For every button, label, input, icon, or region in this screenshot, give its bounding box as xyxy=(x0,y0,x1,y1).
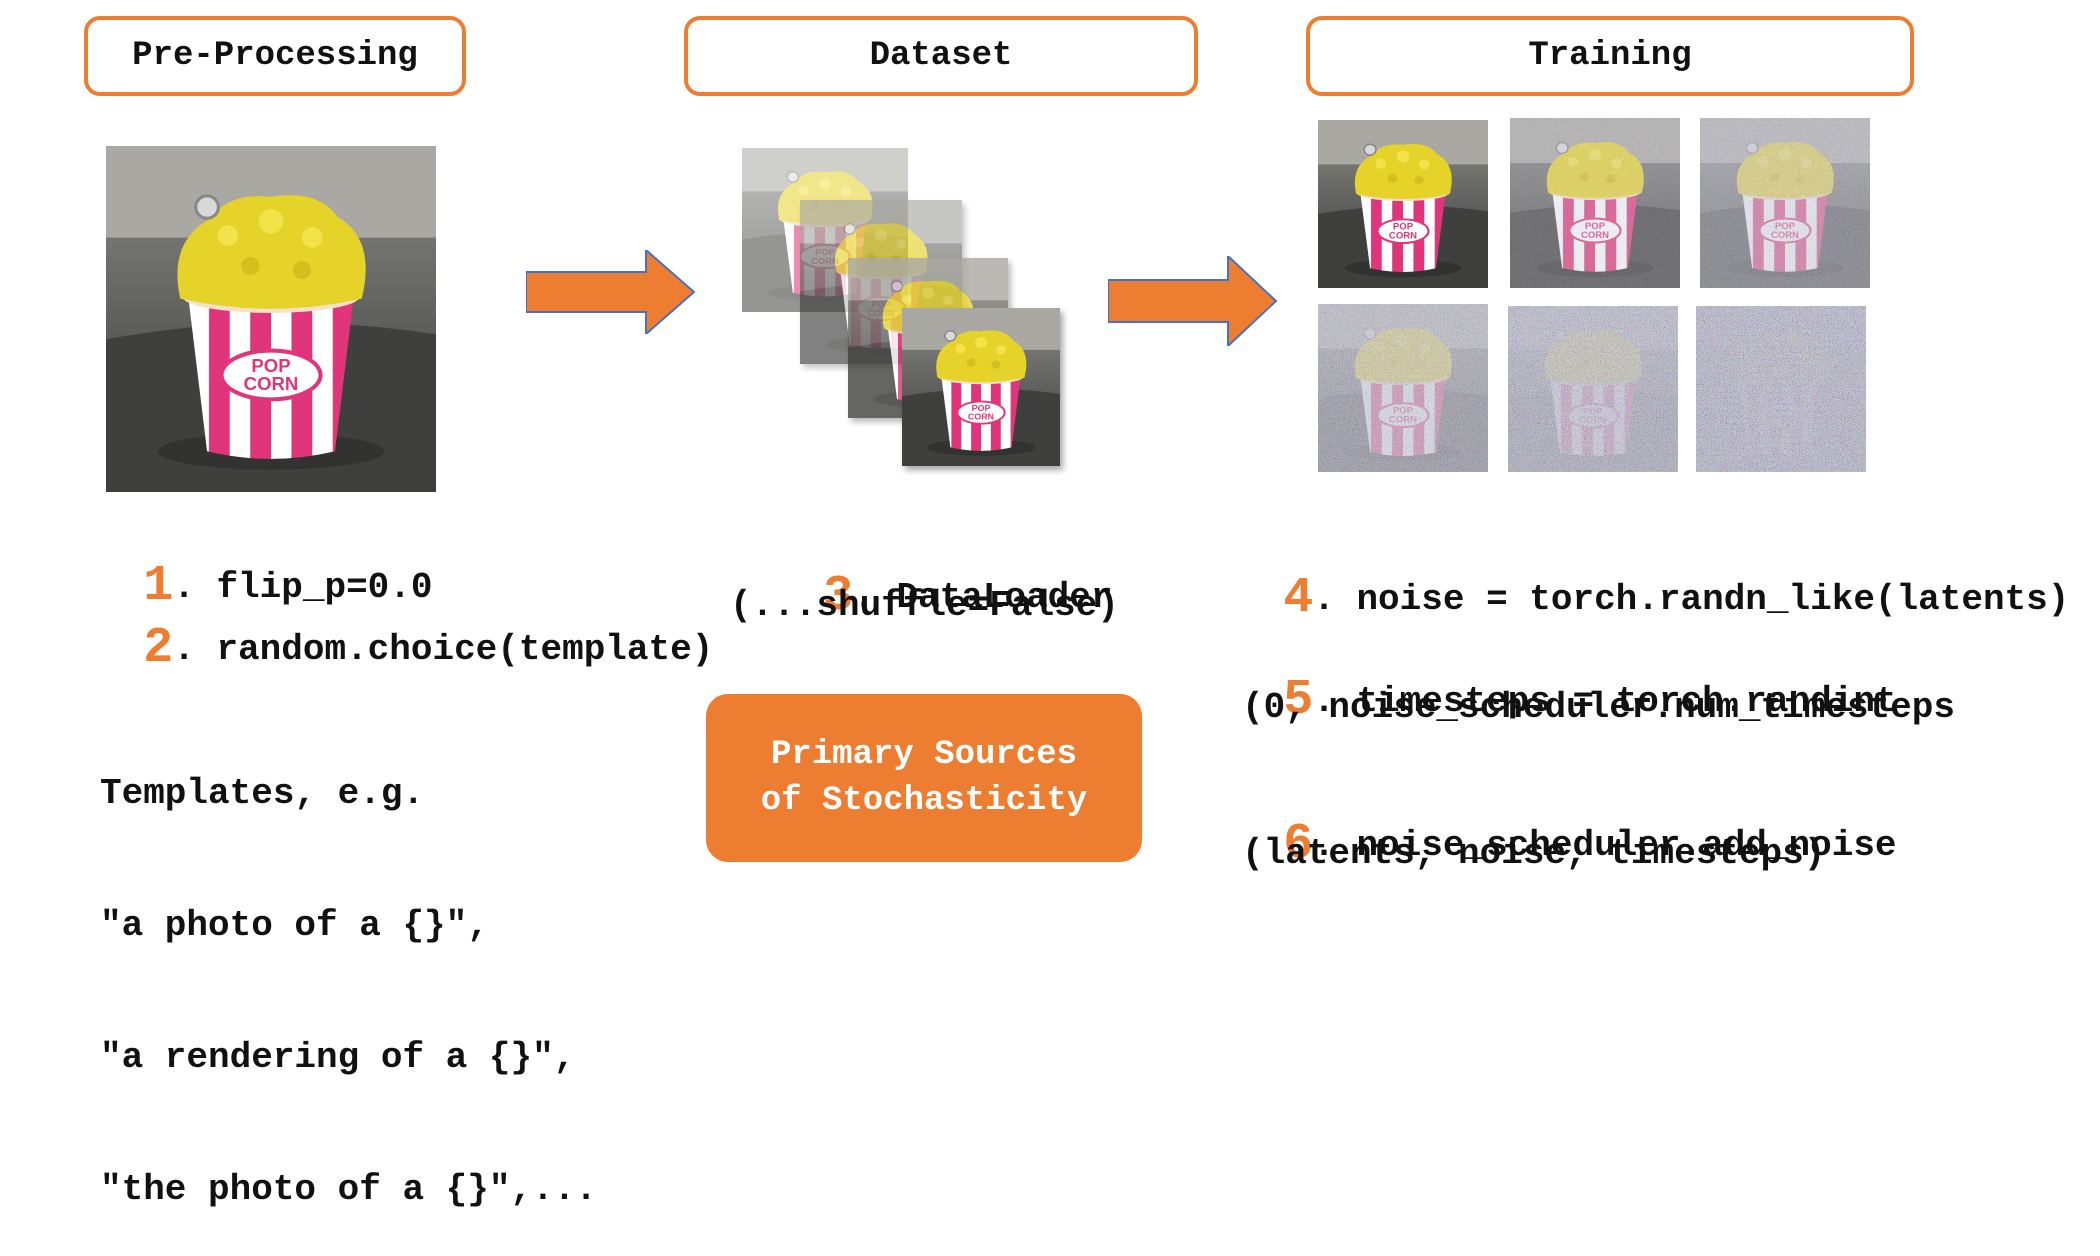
step-1: 1. flip_p=0.0 xyxy=(100,526,432,612)
step-number: 2 xyxy=(143,620,174,677)
step-6: 6. noise_scheduler.add_noise xyxy=(1240,784,1897,873)
step-number: 5 xyxy=(1283,672,1314,729)
popcorn-photo xyxy=(106,146,436,492)
step-2: 2. random.choice(template) xyxy=(100,588,713,674)
stage-preprocessing: Pre-Processing xyxy=(84,16,466,96)
step-6-args: (latents, noise, timesteps) xyxy=(1242,833,1826,874)
template-line: "the photo of a {}",... xyxy=(100,1169,597,1210)
noisy-image-4 xyxy=(1318,304,1488,472)
callout-line: Primary Sources xyxy=(770,736,1078,774)
noisy-image-3 xyxy=(1700,118,1870,288)
step-5: 5. timesteps = torch.randint xyxy=(1240,640,1897,729)
stage-dataset: Dataset xyxy=(684,16,1198,96)
step-text: . timesteps = torch.randint xyxy=(1313,681,1897,722)
noisy-image-2 xyxy=(1510,118,1680,288)
stage-label: Training xyxy=(1528,37,1692,75)
step-4: 4. noise = torch.randn_like(latents) xyxy=(1240,538,2069,624)
step-number: 1 xyxy=(143,558,174,615)
step-number: 6 xyxy=(1283,816,1314,873)
step-text: . DataLoader xyxy=(853,577,1113,618)
arrow-preprocess-to-dataset xyxy=(526,250,696,334)
noisy-image-6 xyxy=(1696,306,1866,472)
step-3-args: (...shuffle=False) xyxy=(730,585,1119,626)
primary-sources-callout: Primary Sources of Stochasticity xyxy=(706,694,1142,862)
step-text: . random.choice(template) xyxy=(173,629,714,670)
noisy-image-5 xyxy=(1508,306,1678,472)
template-line: "a photo of a {}", xyxy=(100,905,489,946)
templates-block: Templates, e.g. "a photo of a {}", "a re… xyxy=(100,684,597,1256)
step-number: 3 xyxy=(823,568,854,625)
step-text: . noise_scheduler.add_noise xyxy=(1313,825,1897,866)
arrow-dataset-to-training xyxy=(1108,256,1278,346)
templates-heading: Templates, e.g. xyxy=(100,773,425,814)
step-3: 3. DataLoader xyxy=(780,536,1112,622)
noisy-image-1 xyxy=(1318,120,1488,288)
step-text: . noise = torch.randn_like(latents) xyxy=(1313,579,2070,620)
template-line: "a rendering of a {}", xyxy=(100,1037,576,1078)
stage-training: Training xyxy=(1306,16,1914,96)
callout-line: of Stochasticity xyxy=(760,782,1088,820)
stage-label: Dataset xyxy=(869,37,1013,75)
step-number: 4 xyxy=(1283,570,1314,627)
step-5-args: (0, noise_scheduler.num_timesteps xyxy=(1242,687,1955,728)
step-text: . flip_p=0.0 xyxy=(173,567,433,608)
dataset-photo-4 xyxy=(902,308,1060,466)
stage-label: Pre-Processing xyxy=(132,37,418,75)
